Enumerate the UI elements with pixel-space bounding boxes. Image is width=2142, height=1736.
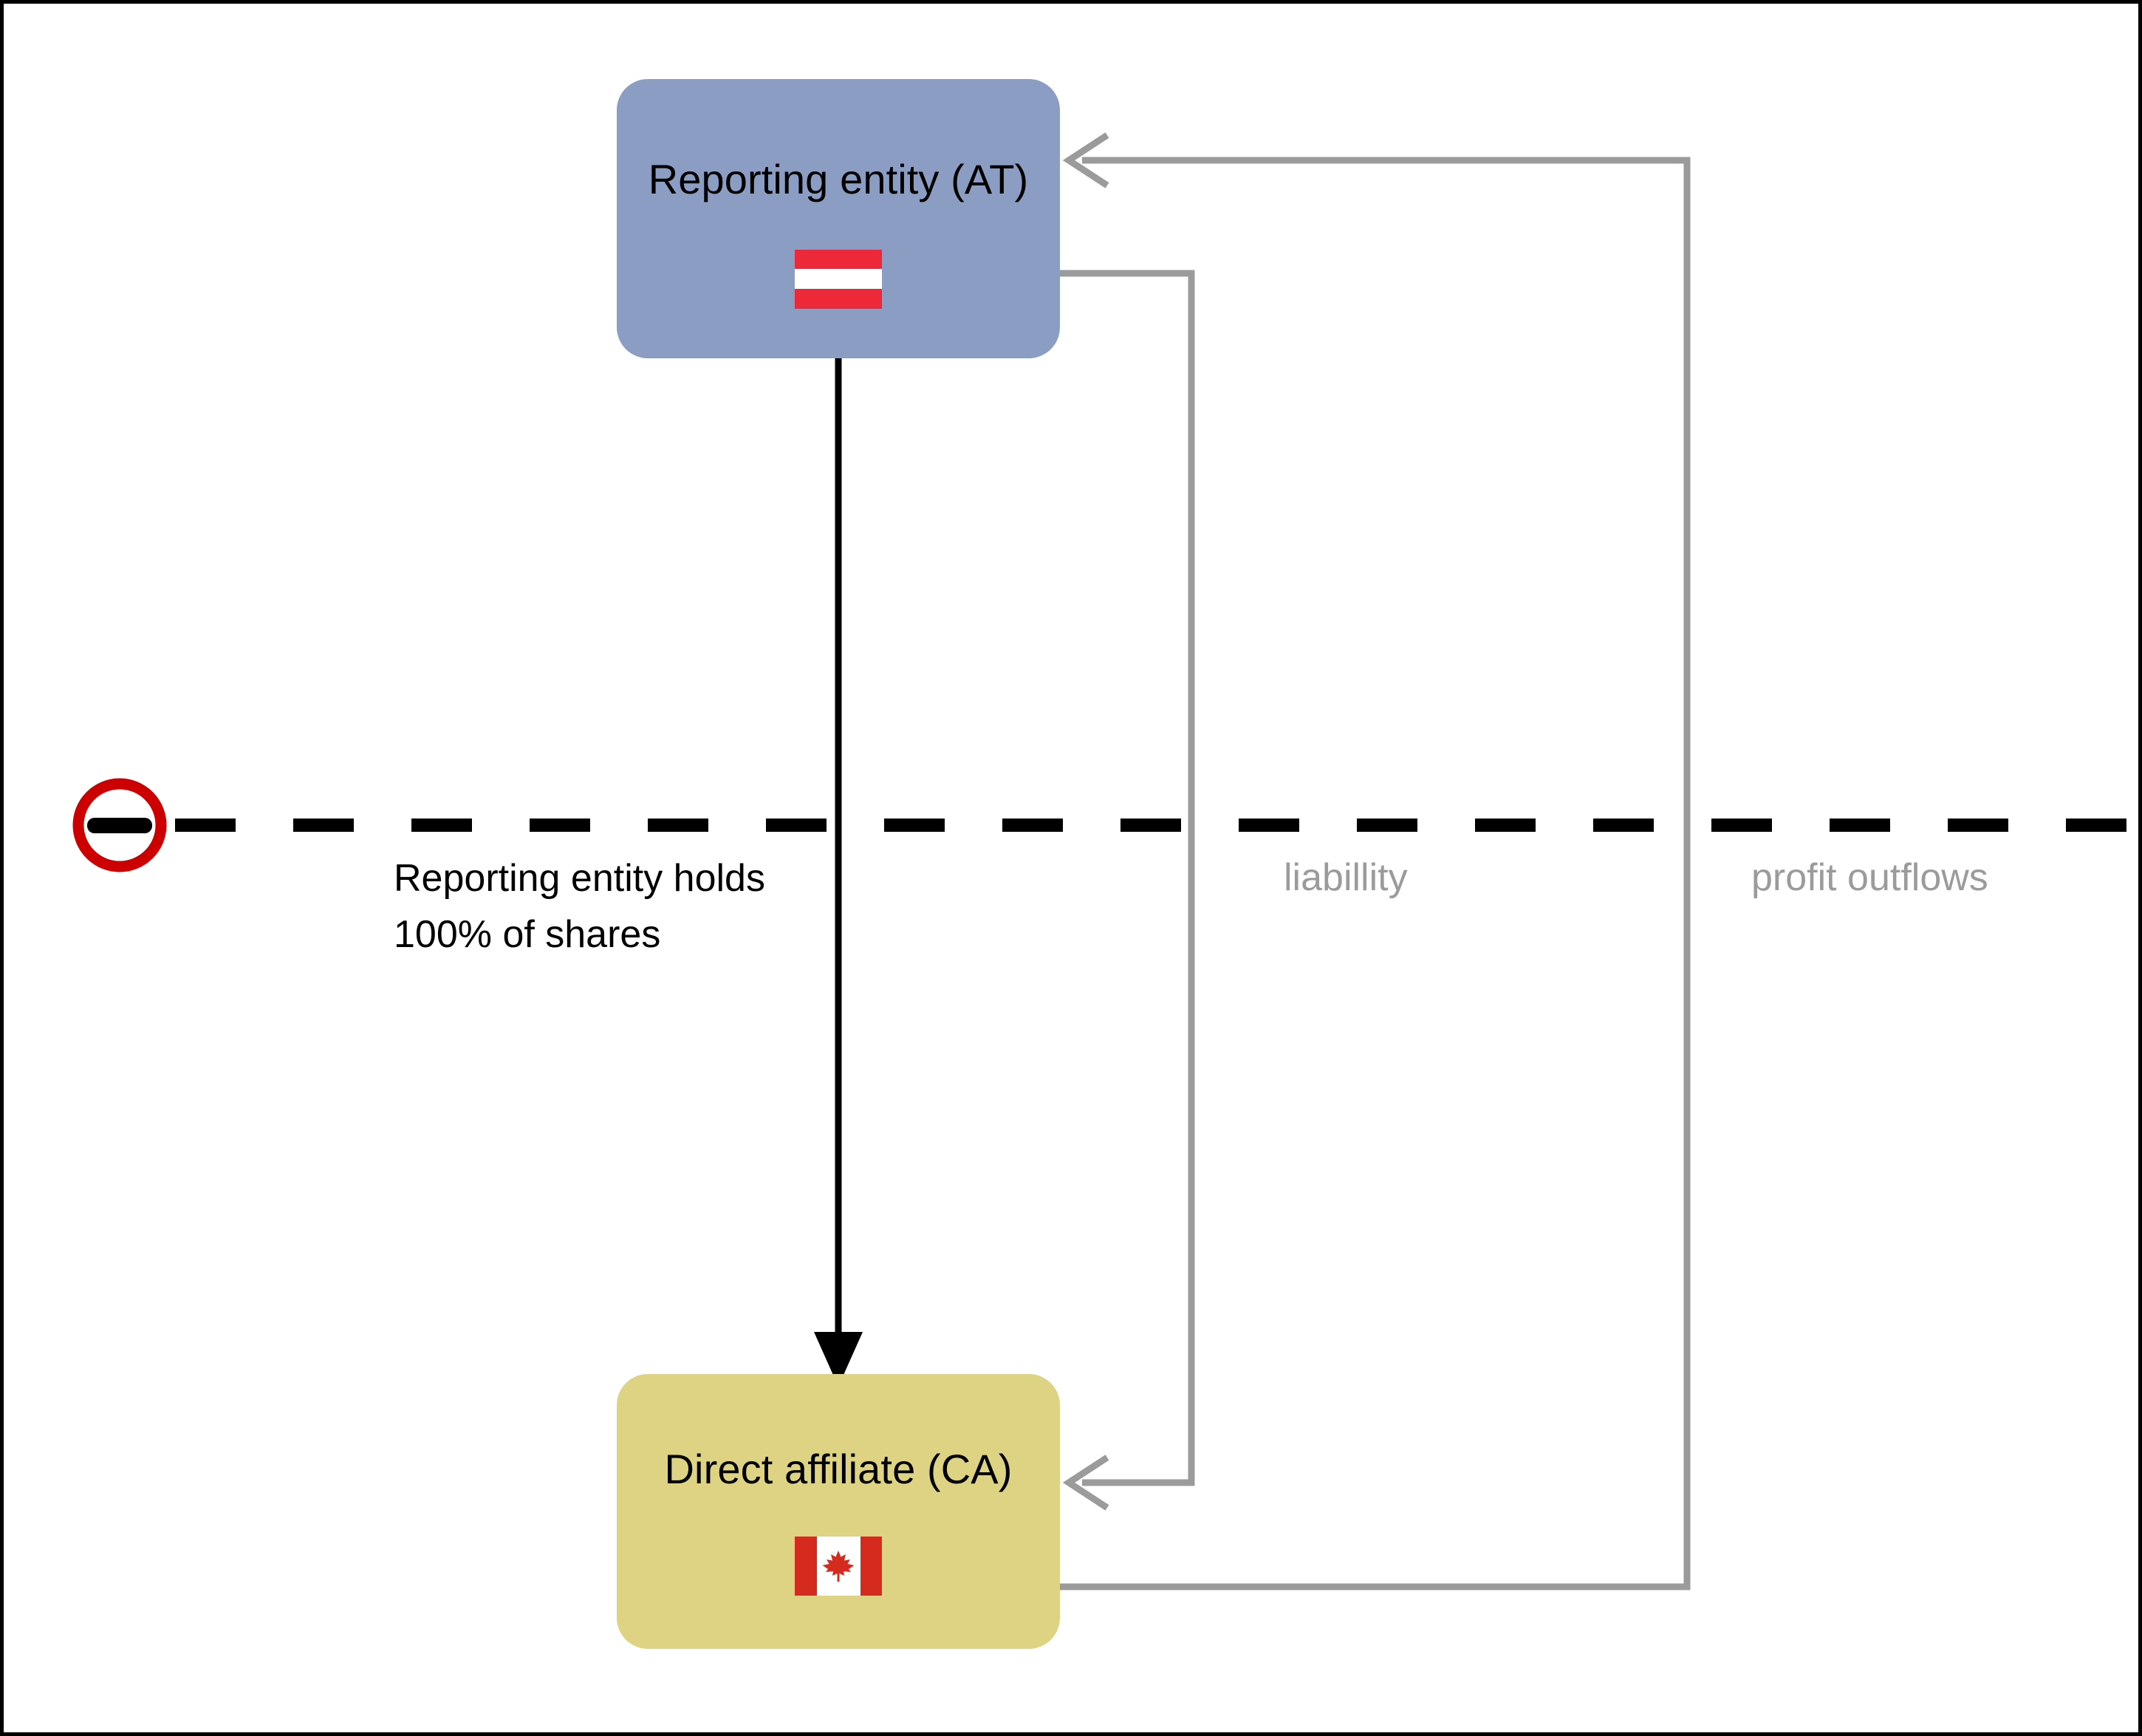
maple-leaf-icon <box>822 1550 855 1582</box>
flag-canada-bar-right <box>860 1536 882 1596</box>
node-direct-affiliate-label: Direct affiliate (CA) <box>664 1446 1013 1492</box>
flag-canada-bar-left <box>795 1536 817 1596</box>
liability-label: liabillity <box>1284 856 1408 899</box>
flag-austria-band-top <box>795 249 882 270</box>
connector-layer <box>175 132 2138 1590</box>
node-reporting-entity[interactable]: Reporting entity (AT) <box>617 79 1060 358</box>
node-direct-affiliate[interactable]: Direct affiliate (CA) <box>617 1374 1060 1649</box>
no-entry-icon <box>68 773 171 877</box>
edge-ownership <box>814 357 863 1387</box>
ownership-label-line-1: Reporting entity holds <box>394 857 765 900</box>
edge-liability <box>1058 270 1195 1511</box>
flag-canada-icon <box>795 1536 882 1596</box>
ownership-label-line-2: 100% of shares <box>394 913 661 956</box>
flag-austria-icon <box>795 249 882 309</box>
flag-austria-band-bottom <box>795 288 882 309</box>
node-reporting-entity-label: Reporting entity (AT) <box>648 156 1029 202</box>
profit-outflows-label: profit outflows <box>1751 856 1988 899</box>
edge-profit-outflows <box>1058 132 1691 1590</box>
